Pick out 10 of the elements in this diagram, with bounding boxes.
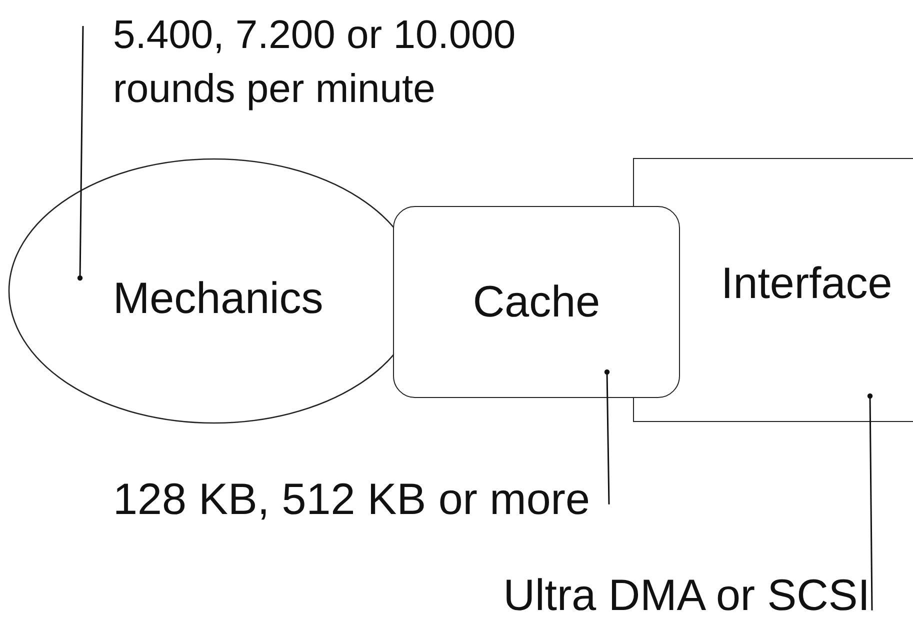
- node-label: Interface: [721, 258, 892, 310]
- leader-line: [604, 369, 610, 504]
- annotation-text: Ultra DMA or SCSI: [503, 566, 870, 626]
- rounded-box: [393, 206, 680, 398]
- node-label: Mechanics: [113, 273, 324, 325]
- node-label: Cache: [472, 276, 602, 328]
- annotation-text: 5.400, 7.200 or 10.000 rounds per minute: [80, 8, 553, 116]
- annotation-text: 128 KB, 512 KB or more: [113, 470, 613, 530]
- leader-line: [867, 393, 873, 610]
- leader-line: [77, 26, 84, 281]
